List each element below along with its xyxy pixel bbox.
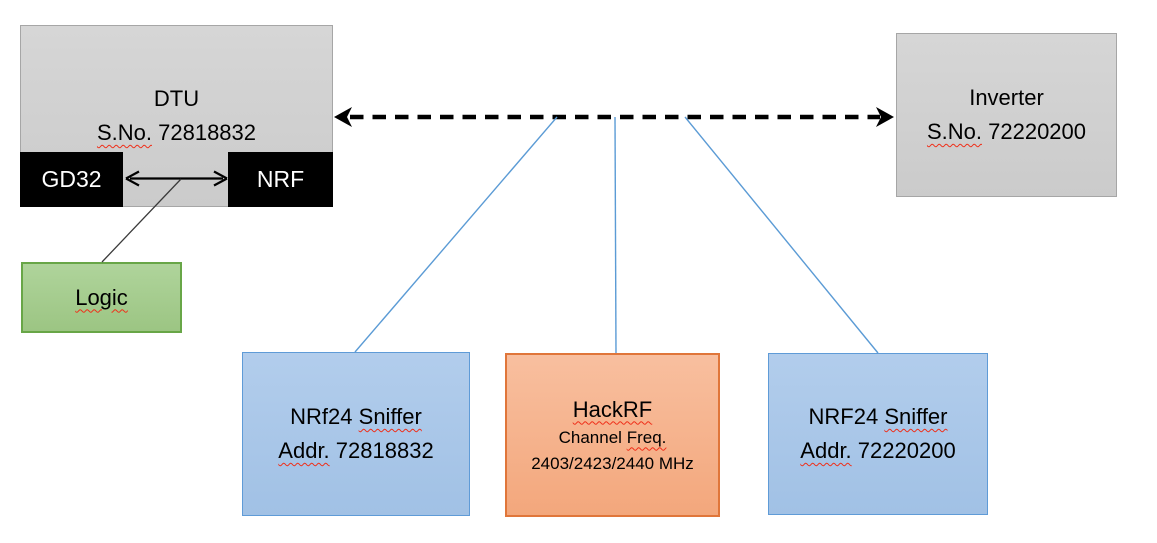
- sniffer-right-title-line: NRF24 Sniffer: [769, 400, 987, 434]
- sniffer-right-box: NRF24 Sniffer Addr. 72220200: [768, 353, 988, 515]
- tap-line-sniffer-left: [354, 116, 558, 353]
- dtu-serial-line: S.No. 72818832: [21, 116, 332, 150]
- dtu-serial-number: 72818832: [158, 120, 257, 145]
- gd32-chip: GD32: [20, 152, 123, 207]
- sniffer-left-addr-label: Addr.: [278, 438, 330, 463]
- tap-line-sniffer-right: [684, 116, 879, 354]
- dtu-title: DTU: [153, 86, 200, 111]
- sniffer-left-title-line: NRf24 Sniffer: [243, 400, 469, 434]
- sniffer-left-addr-number: 72818832: [335, 438, 434, 463]
- logic-box: Logic: [21, 262, 182, 333]
- sniffer-left-text: NRf24 Sniffer Addr. 72818832: [243, 400, 469, 468]
- hackrf-frequencies: 2403/2423/2440 MHz: [531, 453, 694, 473]
- hackrf-box: HackRF Channel Freq. 2403/2423/2440 MHz: [505, 353, 720, 517]
- sniffer-right-addr-line: Addr. 72220200: [769, 434, 987, 468]
- gd32-label: GD32: [41, 166, 102, 192]
- inverter-serial-number: 72220200: [988, 119, 1087, 144]
- inverter-box: Inverter S.No. 72220200: [896, 33, 1117, 197]
- sniffer-right-text: NRF24 Sniffer Addr. 72220200: [769, 400, 987, 468]
- nrf-label: NRF: [256, 166, 305, 192]
- tap-line-hackrf: [614, 116, 617, 354]
- sniffer-left-title-prefix: NRf24: [290, 404, 353, 429]
- dashed-link-arrowhead-right-icon: [876, 107, 894, 127]
- nrf-chip: NRF: [228, 152, 333, 207]
- sniffer-right-title-word: Sniffer: [884, 404, 948, 429]
- hackrf-subtitle-word2: Freq.: [626, 427, 667, 447]
- logic-label: Logic: [75, 284, 128, 310]
- dtu-serial-label: S.No.: [96, 120, 152, 145]
- sniffer-left-title-word: Sniffer: [358, 404, 422, 429]
- hackrf-subtitle-word1: Channel: [558, 427, 622, 447]
- hackrf-title: HackRF: [572, 396, 653, 422]
- inverter-serial-line: S.No. 72220200: [897, 115, 1116, 149]
- inverter-text: Inverter S.No. 72220200: [897, 81, 1116, 149]
- sniffer-right-addr-number: 72220200: [857, 438, 956, 463]
- dtu-text: DTU S.No. 72818832: [21, 82, 332, 150]
- dashed-link-arrowhead-left-icon: [334, 107, 352, 127]
- hackrf-text: HackRF Channel Freq. 2403/2423/2440 MHz: [507, 394, 718, 477]
- inverter-serial-label: S.No.: [926, 119, 982, 144]
- sniffer-right-addr-label: Addr.: [800, 438, 852, 463]
- hackrf-title-line: HackRF: [507, 394, 718, 425]
- sniffer-left-addr-line: Addr. 72818832: [243, 434, 469, 468]
- sniffer-right-title-prefix: NRF24: [808, 404, 879, 429]
- sniffer-left-box: NRf24 Sniffer Addr. 72818832: [242, 352, 470, 516]
- hackrf-subtitle-line: Channel Freq.: [507, 425, 718, 451]
- inverter-title: Inverter: [969, 85, 1044, 110]
